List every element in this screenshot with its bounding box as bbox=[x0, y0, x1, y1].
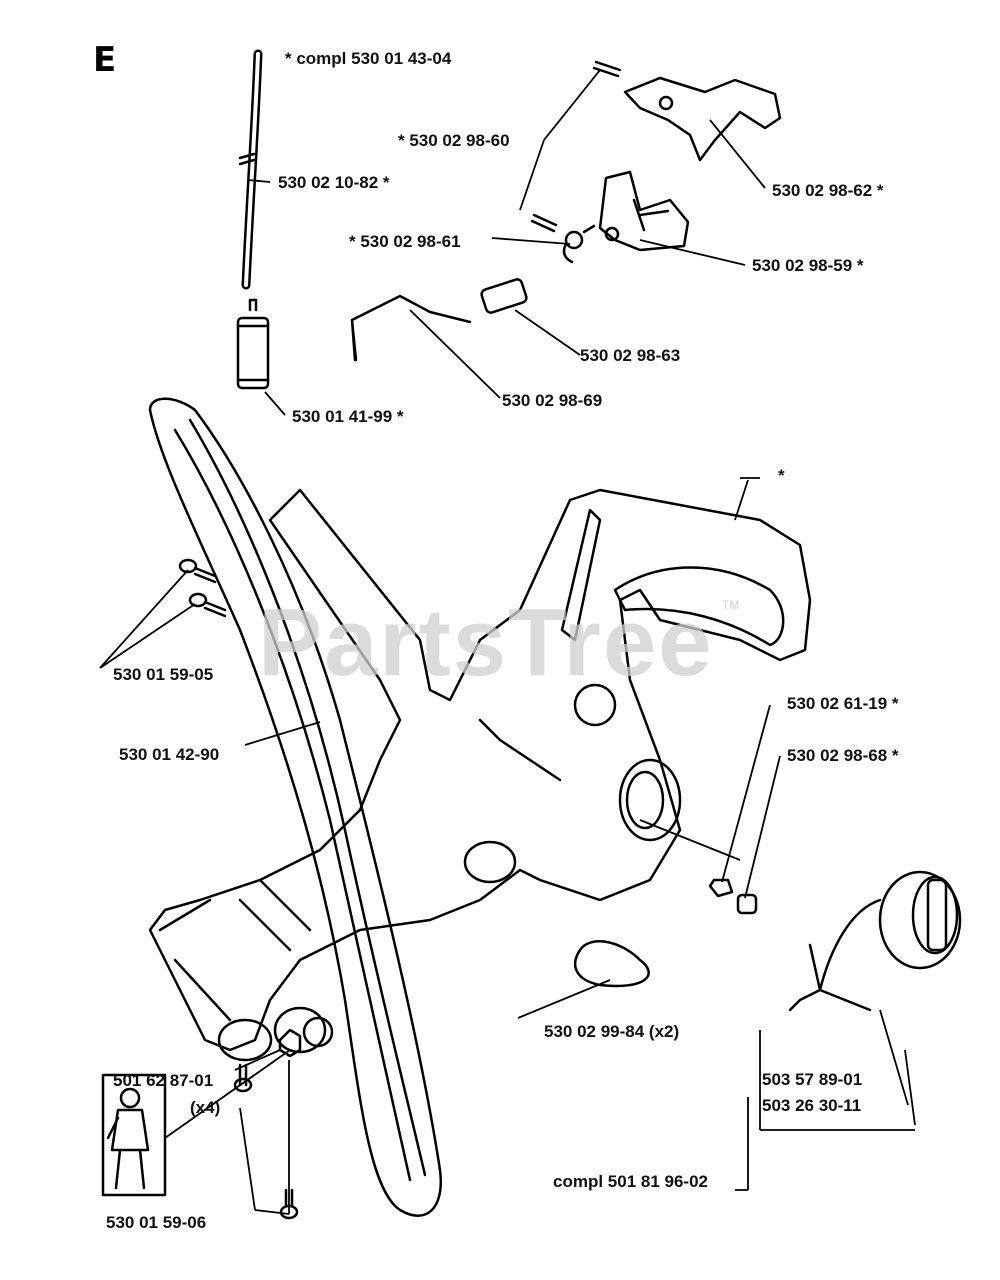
label-part-61-19: 530 02 61-19 * bbox=[787, 694, 899, 713]
label-tank-compl: * compl 530 01 43-04 bbox=[285, 49, 452, 68]
label-bar-90: 530 01 42-90 bbox=[119, 745, 220, 764]
label-trigger-59: 530 02 98-59 * bbox=[752, 256, 864, 275]
damper-icon bbox=[574, 940, 650, 988]
fuel-filter-icon bbox=[236, 298, 270, 390]
label-pin-60: * 530 02 98-60 bbox=[398, 131, 510, 150]
label-part-98-68: 530 02 98-68 * bbox=[787, 746, 899, 765]
tube-mount-icon bbox=[158, 878, 312, 1062]
block-icon bbox=[480, 278, 528, 314]
label-cap-11: 503 26 30-11 bbox=[762, 1096, 862, 1115]
label-rod-69: 530 02 98-69 bbox=[502, 391, 603, 410]
rear-handle-housing-icon bbox=[148, 488, 812, 1052]
throttle-rod-icon bbox=[350, 294, 472, 362]
pin-icon bbox=[530, 213, 558, 233]
label-screws-05: 530 01 59-05 bbox=[113, 665, 214, 684]
nipple-icon bbox=[708, 878, 734, 898]
label-nut-01: 501 62 87-01 bbox=[113, 1071, 214, 1090]
label-filter-99: 530 01 41-99 * bbox=[292, 407, 404, 426]
label-hose: 530 02 10-82 * bbox=[278, 173, 390, 192]
label-block-63: 530 02 98-63 bbox=[580, 346, 681, 365]
pin-icon bbox=[592, 60, 622, 78]
watermark: PartsTree bbox=[258, 589, 714, 696]
nut-icon bbox=[273, 1006, 334, 1058]
label-damper-84: 530 02 99-84 (x2) bbox=[544, 1022, 680, 1041]
watermark-tm: TM bbox=[722, 598, 740, 612]
throttle-trigger-icon bbox=[598, 170, 690, 252]
label-nut-qty: (x4) bbox=[190, 1098, 221, 1117]
spring-icon bbox=[562, 224, 596, 264]
fuel-cap-icon bbox=[788, 870, 962, 1012]
lever-lock-icon bbox=[623, 76, 782, 162]
front-handle-bar-icon bbox=[148, 397, 443, 1217]
label-cap-compl: compl 501 81 96-02 bbox=[553, 1172, 708, 1191]
section-letter: E bbox=[93, 40, 117, 80]
label-screws-06: 530 01 59-06 bbox=[106, 1213, 207, 1232]
screw-icon bbox=[178, 558, 227, 618]
label-spring-61: * 530 02 98-61 bbox=[349, 232, 461, 251]
fuel-hose-icon bbox=[238, 49, 263, 290]
label-handle-star: * bbox=[778, 466, 785, 485]
label-cap-01: 503 57 89-01 bbox=[762, 1070, 863, 1089]
mechanic-icon bbox=[101, 1073, 167, 1197]
label-lever-62: 530 02 98-62 * bbox=[772, 181, 884, 200]
plug-icon bbox=[736, 893, 758, 915]
